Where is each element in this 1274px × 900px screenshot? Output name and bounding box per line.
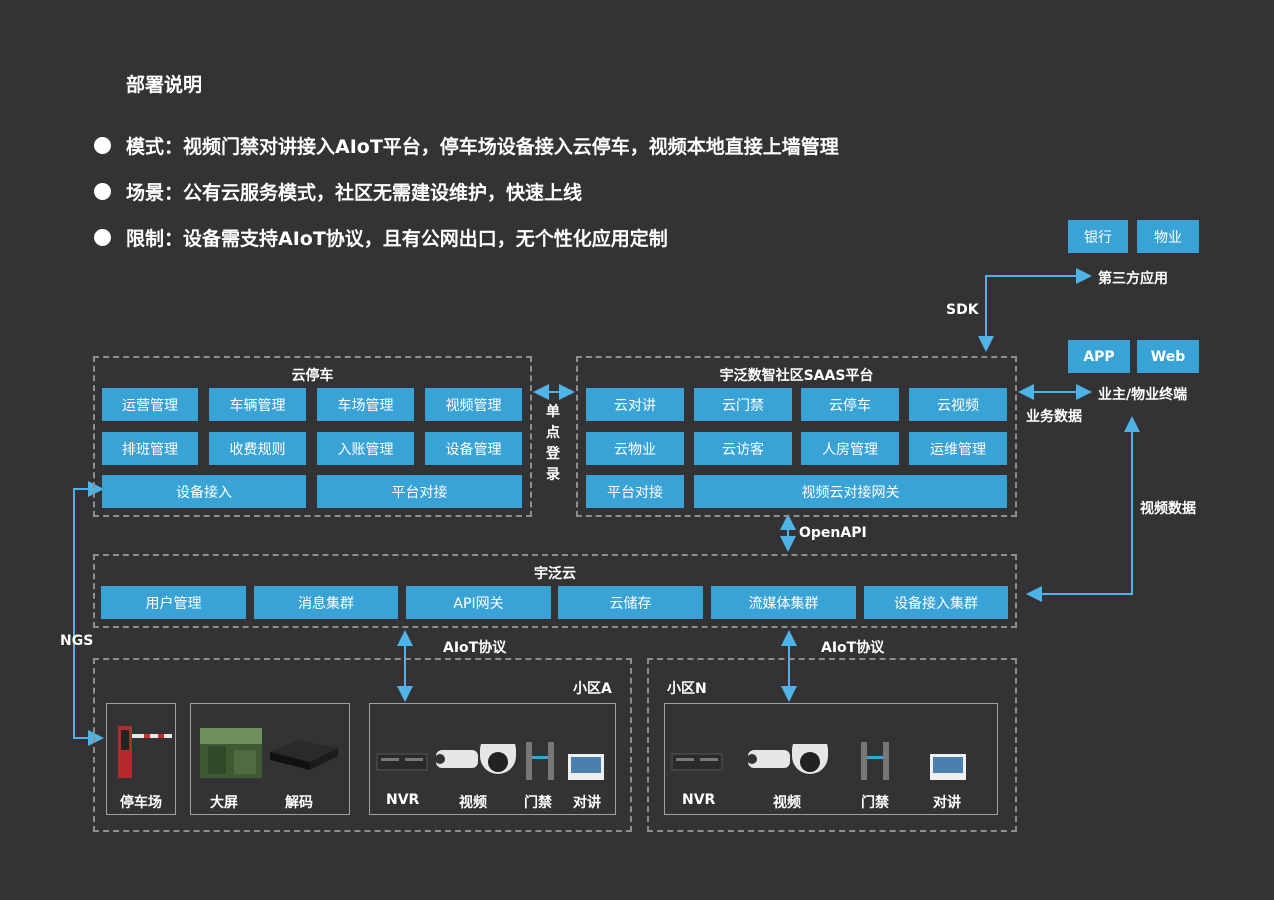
- door-label: 门禁: [861, 795, 889, 811]
- cloud-item: 用户管理: [101, 586, 246, 619]
- video-label: 视频: [459, 795, 487, 811]
- parking-platform-link: 平台对接: [317, 475, 522, 508]
- cloud-box: [93, 554, 1017, 628]
- cloud-title: 宇泛云: [534, 566, 576, 582]
- video-label: 视频: [773, 795, 801, 811]
- a-device-box: [369, 703, 616, 815]
- page-title: 部署说明: [126, 74, 203, 96]
- cloud-parking-box: [93, 356, 532, 517]
- nvr-label: NVR: [682, 792, 716, 808]
- bullet-mode: 模式：视频门禁对讲接入AIoT平台，停车场设备接入云停车，视频本地直接上墙管理: [94, 132, 839, 159]
- display-device-box: [190, 703, 350, 815]
- business-data-label: 业务数据: [1026, 409, 1082, 425]
- intercom-icon: [930, 754, 966, 780]
- big-screen-icon: [200, 728, 262, 778]
- aiot-label-a: AIoT协议: [443, 640, 507, 656]
- door-label: 门禁: [524, 795, 552, 811]
- cloud-item: 设备接入集群: [864, 586, 1008, 619]
- parking-item: 视频管理: [425, 388, 522, 421]
- web-button: Web: [1137, 340, 1199, 373]
- aiot-label-n: AIoT协议: [821, 640, 885, 656]
- community-n-name: 小区N: [667, 681, 707, 697]
- property-button: 物业: [1137, 220, 1199, 253]
- sso-label: 单点登录: [546, 404, 560, 483]
- decode-label: 解码: [285, 795, 313, 811]
- intercom-label: 对讲: [573, 795, 601, 811]
- bullet-scene: 场景：公有云服务模式，社区无需建设维护，快速上线: [94, 178, 582, 205]
- saas-item: 云访客: [694, 432, 792, 465]
- saas-item: 云门禁: [694, 388, 792, 421]
- device-access: 设备接入: [102, 475, 306, 508]
- door-gate-icon: [861, 742, 889, 780]
- saas-item: 云物业: [586, 432, 684, 465]
- cloud-item: API网关: [406, 586, 551, 619]
- screen-label: 大屏: [210, 795, 238, 811]
- third-party-label: 第三方应用: [1098, 271, 1168, 287]
- bullet-text: 场景：公有云服务模式，社区无需建设维护，快速上线: [126, 182, 583, 204]
- barrier-gate-icon: [118, 726, 172, 778]
- bullet-limit: 限制：设备需支持AIoT协议，且有公网出口，无个性化应用定制: [94, 224, 668, 251]
- parking-item: 入账管理: [317, 432, 414, 465]
- saas-item: 云视频: [909, 388, 1007, 421]
- parking-item: 车辆管理: [209, 388, 306, 421]
- parking-item: 运营管理: [102, 388, 198, 421]
- parking-item: 设备管理: [425, 432, 522, 465]
- saas-item: 云停车: [801, 388, 899, 421]
- n-device-box: [664, 703, 998, 815]
- ngs-label: NGS: [60, 633, 94, 649]
- camera-icon: [747, 744, 828, 774]
- bullet-text: 限制：设备需支持AIoT协议，且有公网出口，无个性化应用定制: [126, 228, 668, 250]
- cloud-item: 流媒体集群: [711, 586, 856, 619]
- parking-device-box: [106, 703, 176, 815]
- bullet-dot-icon: [94, 137, 111, 154]
- cloud-item: 云储存: [558, 586, 703, 619]
- saas-item: 运维管理: [909, 432, 1007, 465]
- video-gateway: 视频云对接网关: [694, 475, 1007, 508]
- parking-item: 排班管理: [102, 432, 198, 465]
- nvr-icon: [376, 753, 428, 771]
- video-data-label: 视频数据: [1140, 501, 1196, 517]
- community-a-box: [93, 658, 632, 832]
- intercom-label: 对讲: [933, 795, 961, 811]
- camera-icon: [435, 744, 516, 774]
- bullet-text: 模式：视频门禁对讲接入AIoT平台，停车场设备接入云停车，视频本地直接上墙管理: [126, 136, 839, 158]
- terminals-label: 业主/物业终端: [1098, 387, 1188, 403]
- nvr-icon: [671, 753, 723, 771]
- saas-item: 云对讲: [586, 388, 684, 421]
- intercom-icon: [568, 754, 604, 780]
- nvr-label: NVR: [386, 792, 420, 808]
- community-a-name: 小区A: [573, 681, 612, 697]
- bullet-dot-icon: [94, 183, 111, 200]
- cloud-parking-title: 云停车: [291, 368, 334, 384]
- community-n-box: [647, 658, 1017, 832]
- parking-item: 车场管理: [317, 388, 414, 421]
- door-gate-icon: [526, 742, 554, 780]
- app-button: APP: [1068, 340, 1130, 373]
- sdk-label: SDK: [946, 302, 979, 318]
- saas-item: 人房管理: [801, 432, 899, 465]
- saas-title: 宇泛数智社区SAAS平台: [719, 368, 874, 384]
- saas-platform-link: 平台对接: [586, 475, 684, 508]
- bank-button: 银行: [1068, 220, 1128, 253]
- bullet-dot-icon: [94, 229, 111, 246]
- decoder-icon: [270, 740, 338, 770]
- cloud-item: 消息集群: [254, 586, 398, 619]
- parking-item: 收费规则: [209, 432, 306, 465]
- openapi-label: OpenAPI: [799, 525, 867, 541]
- saas-box: [576, 356, 1017, 517]
- parking-label: 停车场: [120, 795, 162, 811]
